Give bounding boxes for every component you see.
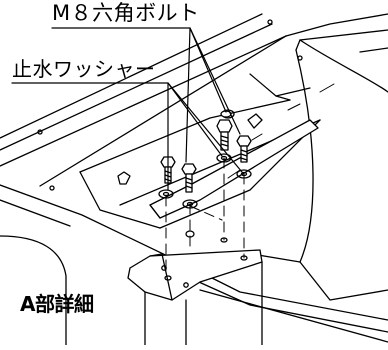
bolt-holes [164,230,248,281]
washers [158,109,252,209]
washer-label: 止水ワッシャー [12,57,156,81]
bolt-strip [149,119,319,219]
inner-tray [79,99,321,229]
frame-top [0,13,388,191]
bolt-4 [236,135,252,163]
bolt-2 [181,163,197,193]
frame-right [295,39,388,301]
clips [117,113,263,185]
bracket-plate [127,249,263,346]
bolt-label: M８六角ボルト [52,1,200,25]
leader-lines [11,27,311,191]
detail-label: A部詳細 [20,292,94,316]
left-arc [0,235,67,346]
hole-centerlines [165,157,245,277]
bolt-3 [216,110,233,151]
surface-strokes [227,83,335,179]
